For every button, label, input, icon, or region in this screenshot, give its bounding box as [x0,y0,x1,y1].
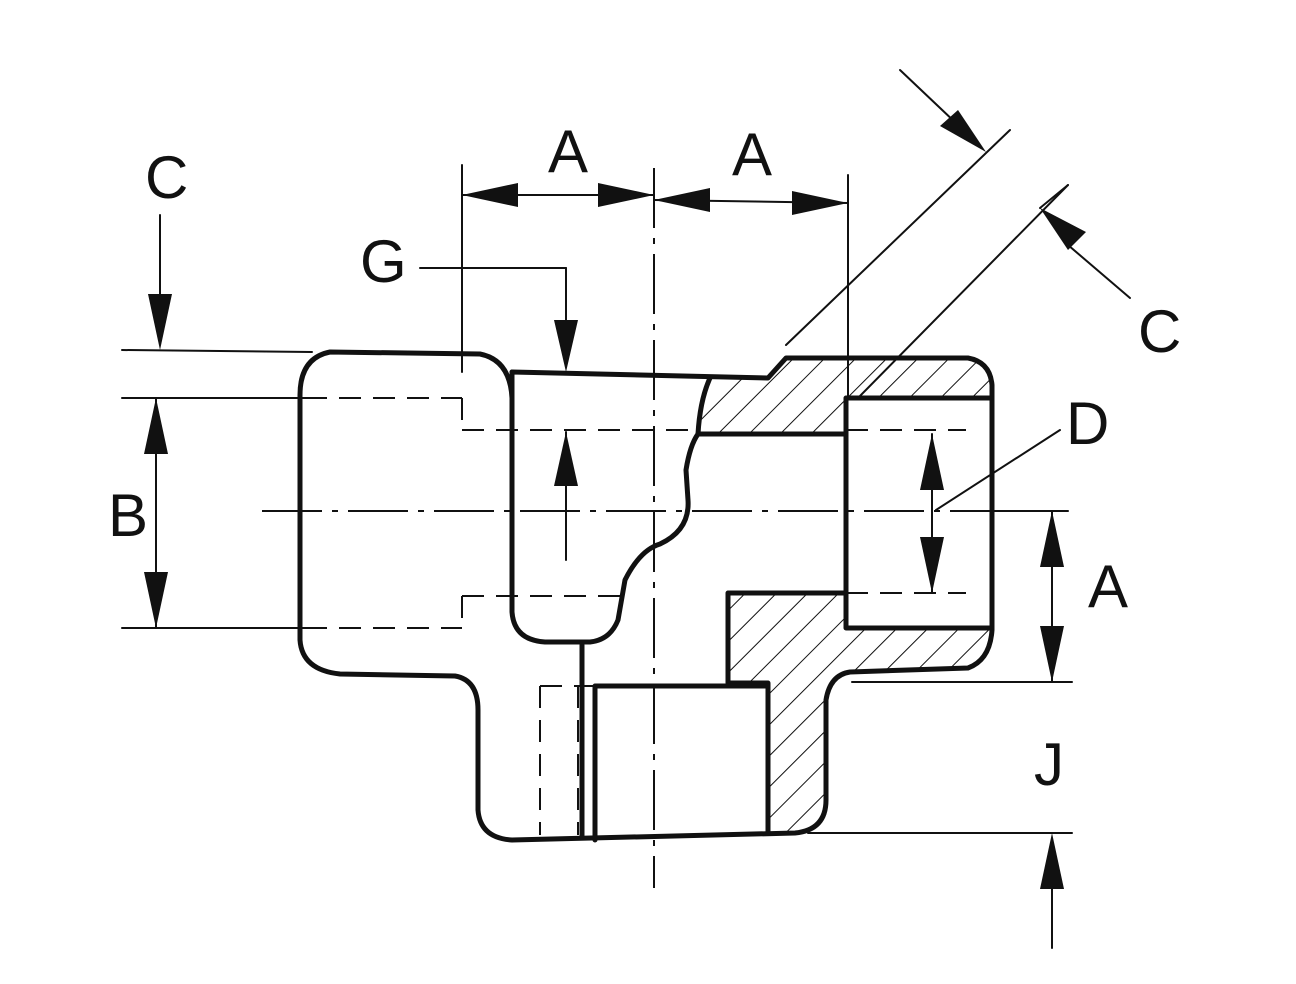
extension-lines [121,69,1131,834]
outer-outline [297,349,995,843]
bottom-port [579,642,771,843]
label-d: D [1066,390,1109,457]
label-a-side: A [1088,553,1128,620]
label-j: J [1034,731,1064,798]
left-cavity-edge [509,369,701,645]
break-line [695,375,713,437]
hidden-lines [305,397,966,835]
dimension-lines [144,110,1086,949]
label-b: B [108,482,148,549]
centerlines [262,168,1068,888]
label-a-left: A [548,118,588,185]
label-a-right: A [732,121,772,188]
label-c-right: C [1138,298,1181,365]
fitting-body [297,349,995,843]
label-c-top: C [145,144,188,211]
right-port [843,395,995,631]
lower-bore-edge [725,590,849,836]
hatch-lower-wall [728,593,992,833]
label-g: G [360,228,407,295]
dimension-labels: C A A G B C D A J [108,118,1181,798]
